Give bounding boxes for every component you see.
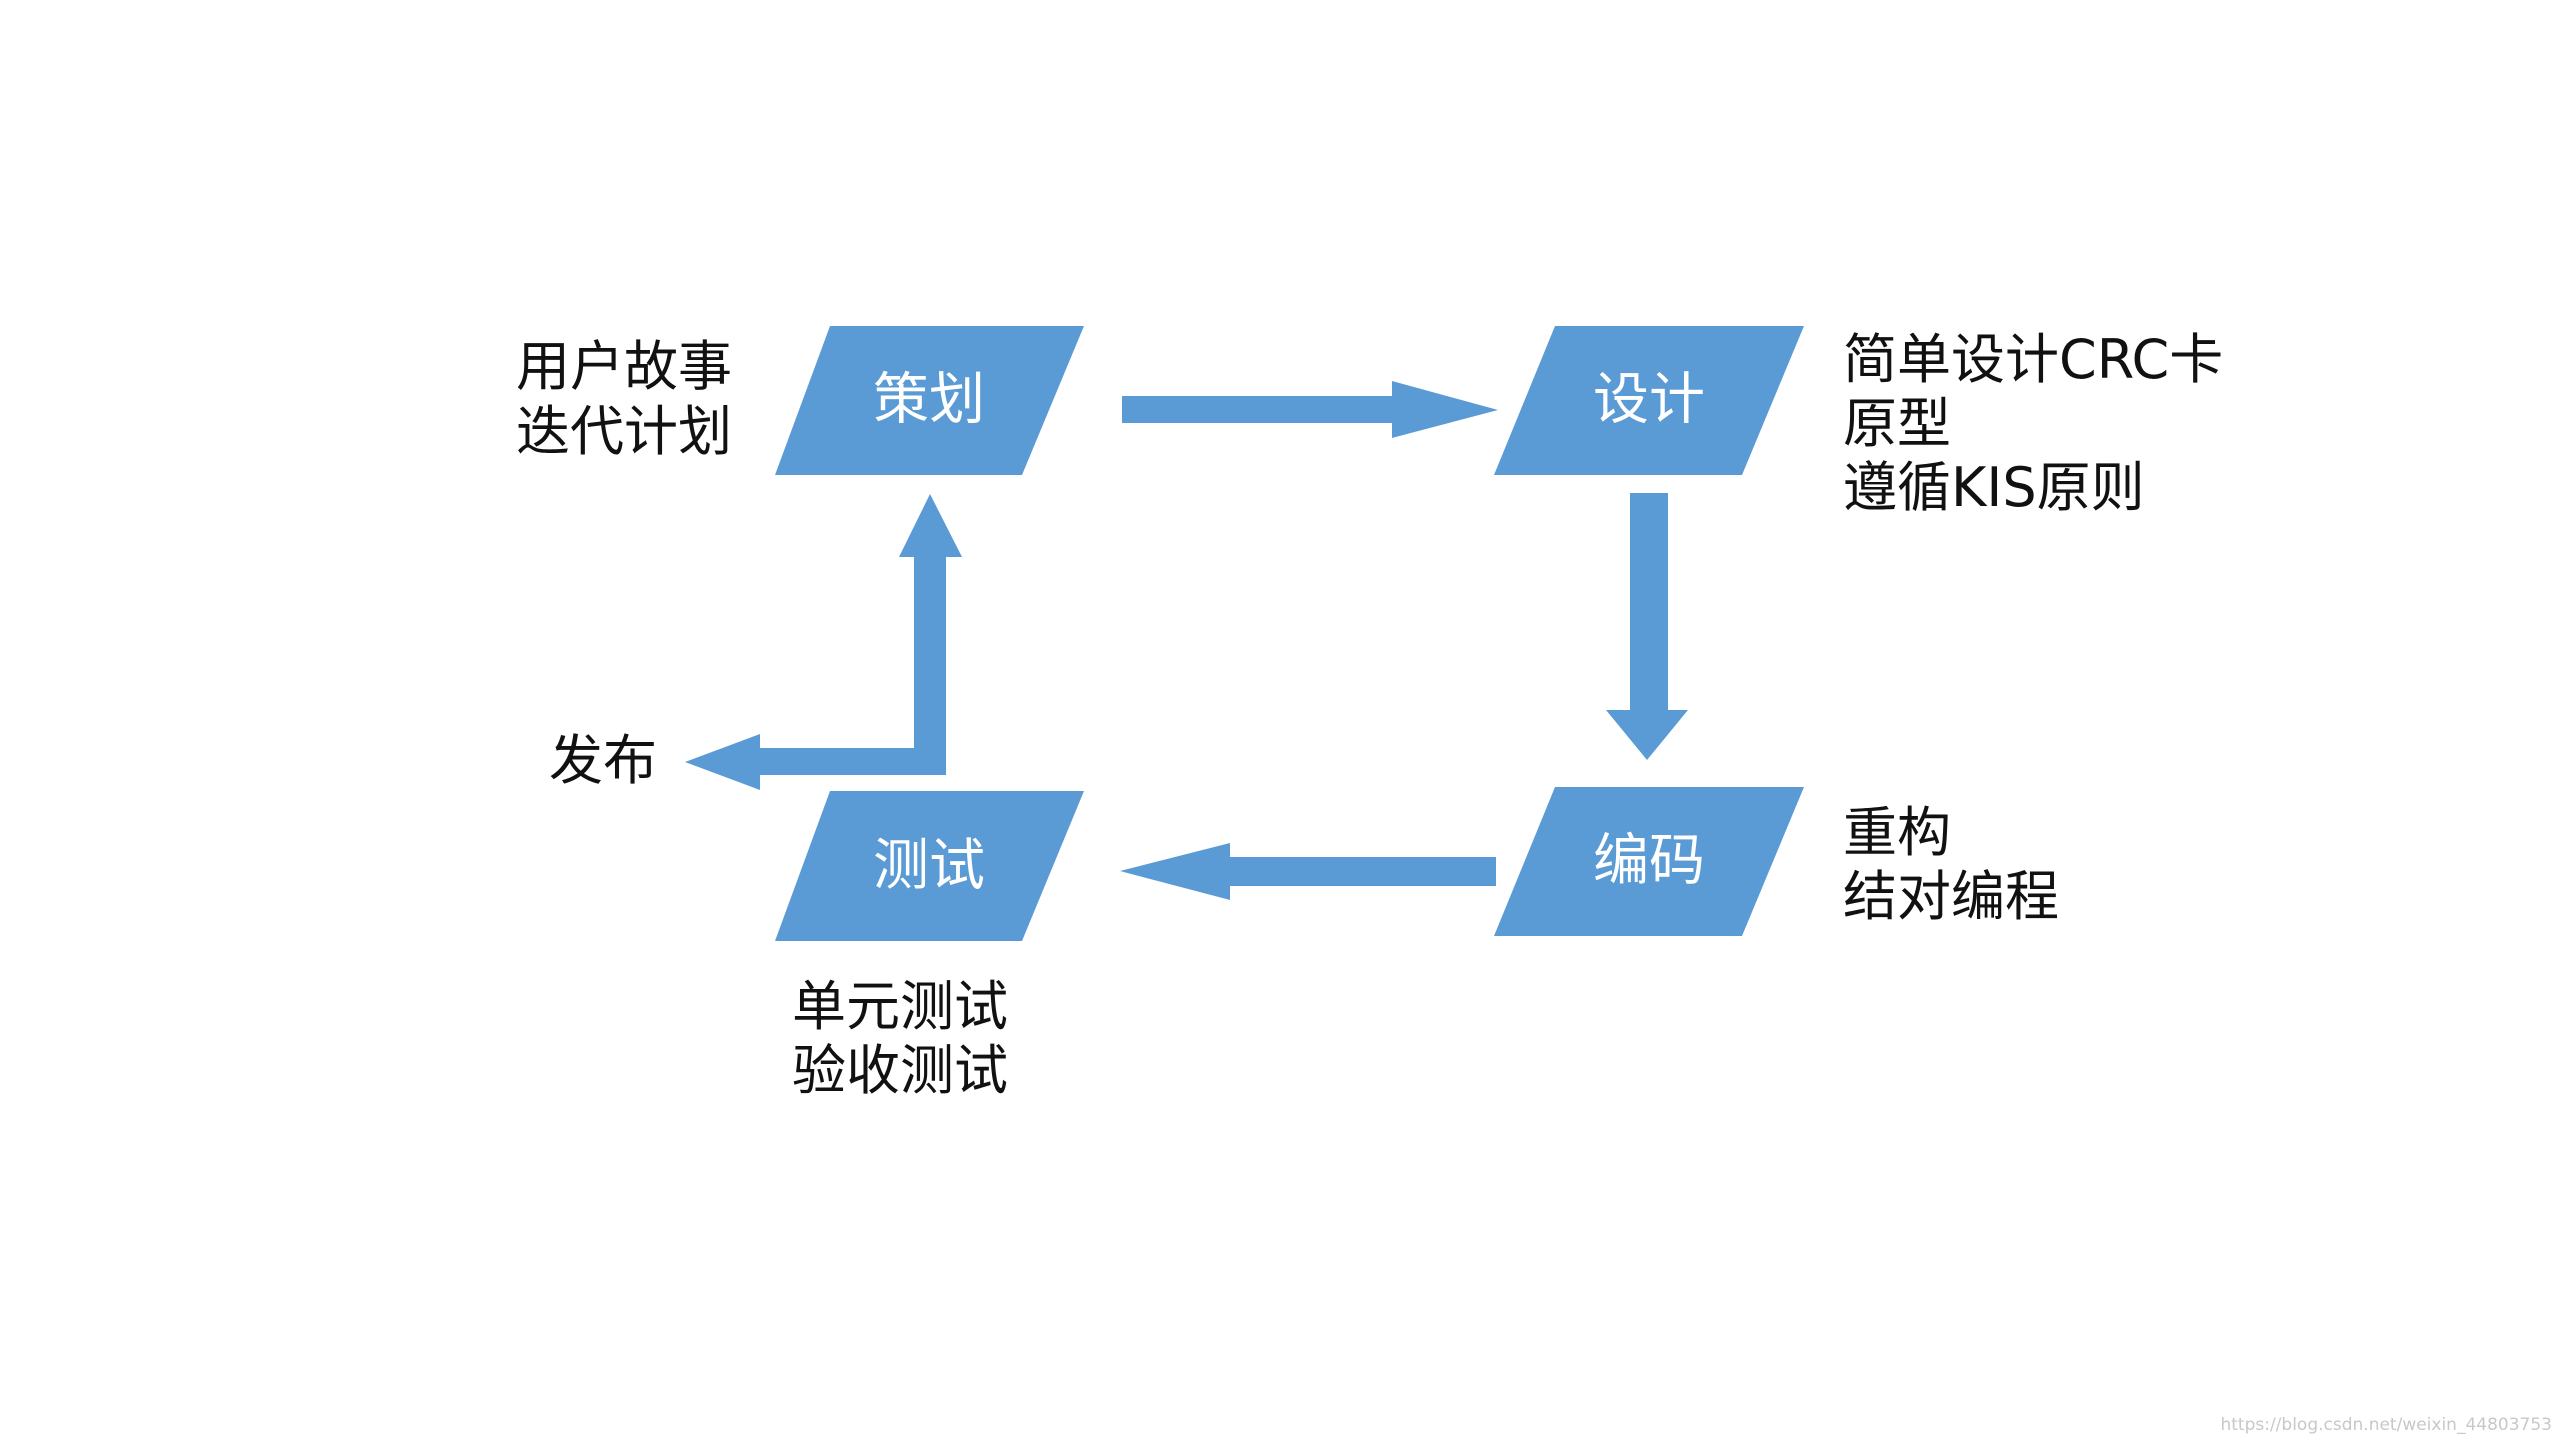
watermark-url: https://blog.csdn.net/weixin_44803753	[2220, 1415, 2552, 1435]
arrow-code-to-test	[1120, 843, 1496, 900]
arrow-test-to-plan-and-release	[685, 494, 962, 790]
node-plan-shape	[775, 326, 1084, 475]
note-code-line: 结对编程	[1843, 865, 2059, 928]
note-design-line: 简单设计CRC卡	[1843, 328, 2223, 391]
note-plan-line: 迭代计划	[516, 400, 732, 463]
arrow-plan-to-design	[1122, 381, 1498, 438]
note-design: 简单设计CRC卡 原型 遵循KIS原则	[1843, 328, 2240, 519]
note-plan: 用户故事 迭代计划	[516, 335, 749, 463]
note-test-line: 验收测试	[792, 1039, 1008, 1102]
node-design-label: 设计	[1593, 368, 1705, 433]
note-plan-line: 用户故事	[516, 335, 732, 398]
node-plan-label: 策划	[873, 368, 985, 433]
note-test-line: 单元测试	[792, 975, 1008, 1038]
note-design-line: 遵循KIS原则	[1843, 456, 2145, 519]
node-design: 设计	[1494, 326, 1804, 475]
note-design-line: 原型	[1843, 392, 1951, 455]
node-code-shape	[1494, 787, 1804, 936]
arrow-design-to-code	[1606, 493, 1688, 760]
node-code-label: 编码	[1593, 829, 1705, 894]
node-test-label: 测试	[873, 834, 985, 899]
node-design-shape	[1494, 326, 1804, 475]
note-test: 单元测试 验收测试	[792, 975, 1025, 1102]
node-test-shape	[775, 791, 1084, 941]
note-code: 重构 结对编程	[1843, 801, 2059, 928]
node-code: 编码	[1494, 787, 1804, 936]
note-release: 发布	[549, 729, 657, 792]
note-code-line: 重构	[1843, 801, 1951, 864]
node-plan: 策划	[775, 326, 1084, 475]
node-test: 测试	[775, 791, 1084, 941]
